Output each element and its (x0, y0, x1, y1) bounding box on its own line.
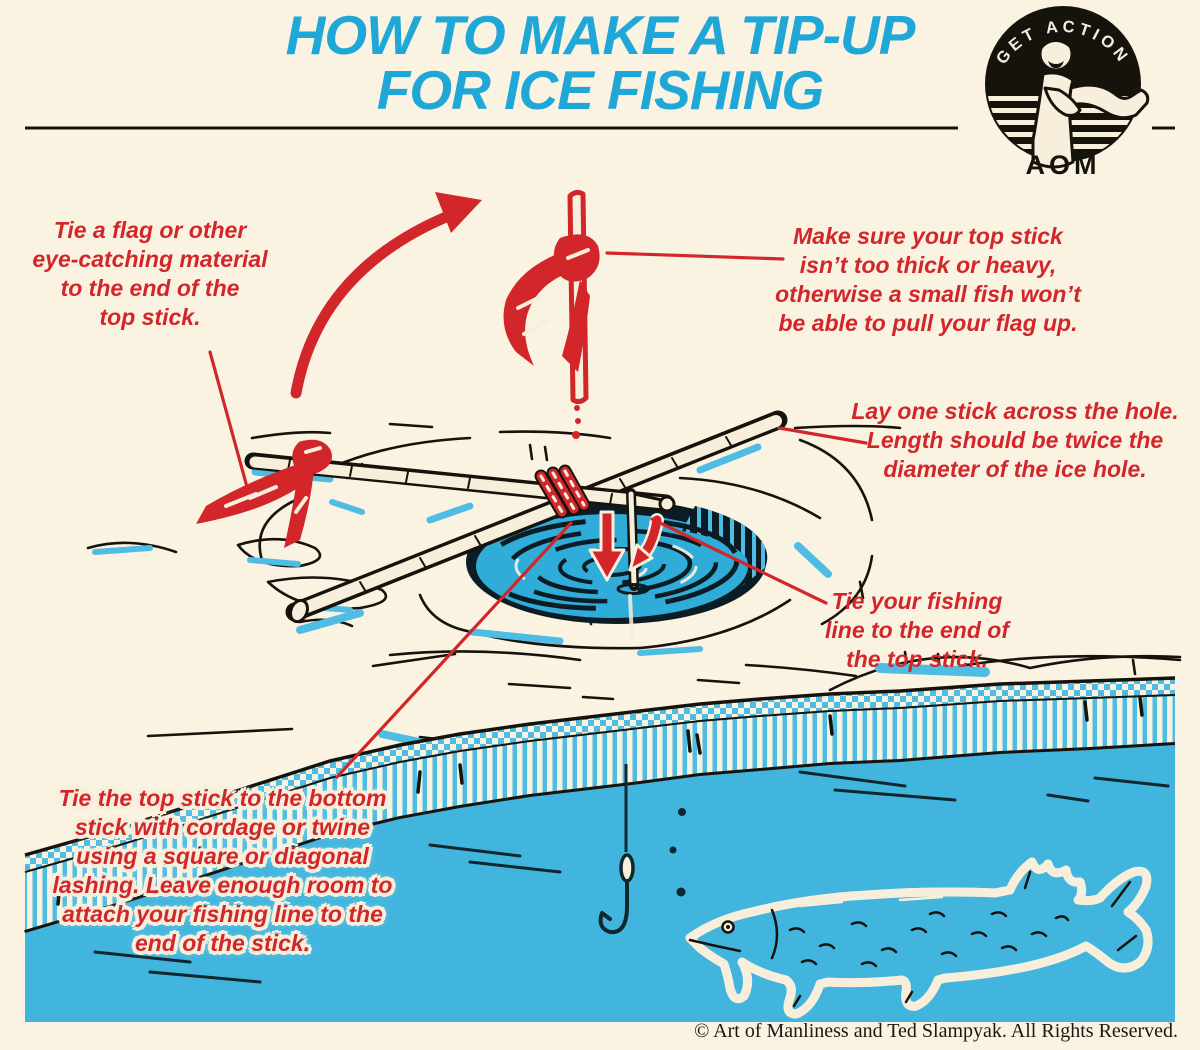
annotation-line: top stick. (99, 304, 201, 330)
leader-lines (208, 251, 868, 779)
annotation-line: stick with cordage or twine (74, 814, 371, 840)
leader-top-stick (605, 251, 785, 261)
page-title-line2: FOR ICE FISHING (376, 59, 824, 121)
annotation-lashing: Tie the top stick to the bottom stick wi… (50, 784, 395, 958)
annotation-cross-stick: Lay one stick across the hole. Length sh… (850, 397, 1180, 484)
leader-cross-stick (777, 426, 868, 445)
annotation-top-stick-weight: Make sure your top stick isn’t too thick… (772, 222, 1084, 338)
bubbles (669, 808, 686, 897)
annotation-line: eye-catching material (32, 246, 268, 272)
leader-flag (208, 350, 249, 489)
pike-fish (685, 857, 1148, 1019)
page-title: HOW TO MAKE A TIP-UP FOR ICE FISHING (0, 8, 1200, 118)
annotation-fishing-line: Tie your fishing line to the end of the … (807, 587, 1027, 674)
annotation-line: Lay one stick across the hole. (851, 398, 1179, 424)
page-title-line1: HOW TO MAKE A TIP-UP (285, 4, 916, 66)
annotation-line: Length should be twice the (866, 427, 1164, 453)
annotation-line: using a square or diagonal (76, 843, 369, 869)
aom-logo: GET ACTION AOM (985, 6, 1150, 180)
annotation-line: line to the end of (825, 617, 1009, 643)
fishing-line-hook (598, 764, 635, 935)
motion-dashes (572, 405, 581, 439)
leader-fishing-line (650, 517, 828, 605)
annotation-line: Tie a flag or other (53, 217, 247, 243)
curl-arrow-icon (628, 513, 664, 572)
flag-raised (503, 234, 600, 372)
lashing-cord (534, 464, 591, 519)
flag (196, 439, 332, 548)
annotation-line: Tie the top stick to the bottom (58, 785, 387, 811)
annotation-line: end of the stick. (134, 930, 311, 956)
down-arrow-icon (588, 510, 626, 582)
annotation-flag: Tie a flag or other eye-catching materia… (30, 216, 270, 332)
leader-lashing (335, 521, 573, 779)
logo-monogram: AOM (1026, 150, 1101, 180)
annotation-line: to the end of the (60, 275, 240, 301)
annotation-line: attach your fishing line to the (62, 901, 383, 927)
annotation-line: the top stick. (846, 646, 988, 672)
copyright-notice: © Art of Manliness and Ted Slampyak. All… (694, 1020, 1178, 1042)
annotation-line: Tie your fishing (831, 588, 1003, 614)
logo-man (1031, 34, 1150, 169)
swoosh-arrow-icon (290, 192, 482, 399)
annotation-line: Make sure your top stick (793, 223, 1063, 249)
bottom-stick (285, 410, 788, 624)
annotation-line: diameter of the ice hole. (883, 456, 1147, 482)
annotation-line: isn’t too thick or heavy, (799, 252, 1057, 278)
annotation-line: be able to pull your flag up. (778, 310, 1078, 336)
raised-stick-ghost (503, 189, 600, 439)
annotation-line: otherwise a small fish won’t (775, 281, 1081, 307)
annotation-line: lashing. Leave enough room to (52, 872, 393, 898)
